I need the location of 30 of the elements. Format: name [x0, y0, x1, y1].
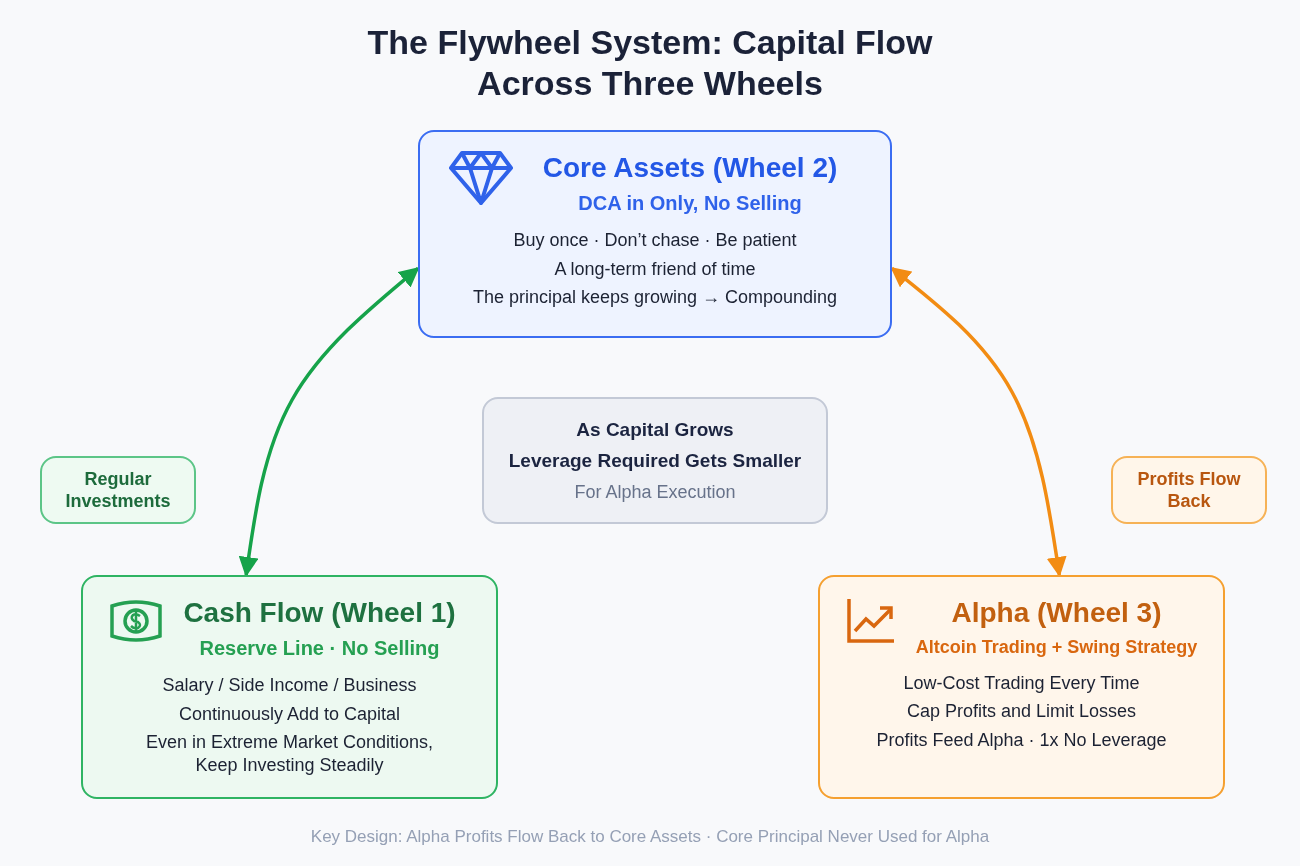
note-text: For Alpha Execution: [574, 481, 736, 504]
card-text: Buy once · Don’t chase · Be patient: [513, 229, 797, 252]
card-text: Profits Feed Alpha · 1x No Leverage: [876, 728, 1167, 751]
double-arrow: [238, 266, 420, 577]
card-text: Low-Cost Trading Every Time: [903, 671, 1140, 694]
tag-box: [40, 456, 196, 524]
card-heading: Core Assets (Wheel 2): [541, 151, 838, 185]
diagram-title: The Flywheel System: Capital Flow Across Three Wheels: [366, 22, 934, 104]
wheel-card: [418, 130, 892, 338]
card-heading: Alpha (Wheel 3): [950, 596, 1162, 630]
tag-box: [1111, 456, 1267, 524]
caption: Key Design: Alpha Profits Flow Back to Core Assets · Core Principal Never Used for Alpha: [309, 827, 991, 847]
double-arrow: [890, 266, 1067, 577]
wheel-card: [81, 575, 498, 799]
card-heading: Cash Flow (Wheel 1): [182, 596, 456, 630]
card-text: Even in Extreme Market Conditions, Keep Investing Steadily: [144, 731, 435, 776]
wheel-card: [818, 575, 1225, 799]
note-text: As Capital Grows: [576, 417, 734, 442]
tag-text: Profits Flow Back: [1136, 467, 1242, 513]
note-text: Leverage Required Gets Smaller: [508, 449, 802, 473]
card-subtitle: Reserve Line · No Selling: [198, 636, 440, 661]
card-text: Continuously Add to Capital: [178, 702, 401, 725]
card-text: Cap Profits and Limit Losses: [906, 700, 1137, 723]
card-text: Salary / Side Income / Business: [162, 674, 417, 697]
card-text: The principal keeps growing → Compounding: [472, 286, 838, 309]
card-subtitle: DCA in Only, No Selling: [577, 191, 802, 216]
card-subtitle: Altcoin Trading + Swing Strategy: [914, 636, 1198, 659]
note-box: [482, 397, 828, 524]
tag-text: Regular Investments: [65, 467, 171, 513]
card-text: A long-term friend of time: [554, 257, 756, 280]
